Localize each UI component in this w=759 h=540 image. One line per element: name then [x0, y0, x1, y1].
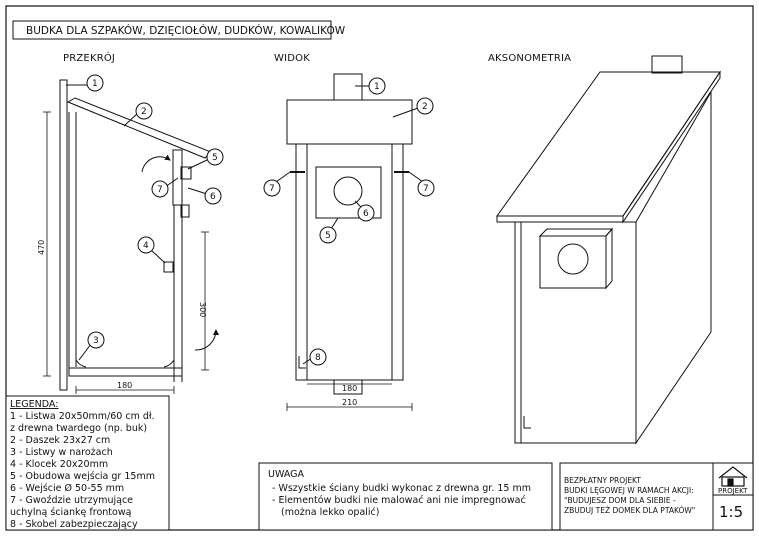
- callout-5-front: 5: [325, 231, 331, 241]
- view-label-axonometric: AKSONOMETRIA: [488, 53, 571, 64]
- notes-line: - Elementów budki nie malować ani nie im…: [272, 495, 526, 506]
- view-label-front: WIDOK: [274, 53, 310, 64]
- axo-front-face: [514, 221, 637, 444]
- entry-housing-front: [315, 166, 382, 219]
- dim-section-inner-height: 300: [198, 302, 207, 317]
- section-view: [43, 79, 220, 394]
- legend-line: 5 - Obudowa wejścia gr 15mm: [10, 471, 155, 482]
- back-batten: [59, 79, 68, 391]
- callout-1-front: 1: [374, 82, 380, 92]
- legend-line: 8 - Skobel zabezpieczający: [10, 519, 138, 530]
- axo-side-face: [635, 90, 712, 445]
- drawing-scale: 1:5: [719, 503, 743, 521]
- callout-2-front: 2: [422, 102, 428, 112]
- legend-line: 6 - Wejście Ø 50-55 mm: [10, 483, 124, 494]
- block-piece: [163, 261, 174, 273]
- entry-housing-section: [180, 166, 192, 180]
- dim-section-height: 470: [37, 240, 46, 255]
- drawing-title: BUDKA DLA SZPAKÓW, DZIĘCIOŁÓW, DUDKÓW, K…: [26, 24, 346, 37]
- legend-line: 1 - Listwa 20x50mm/60 cm dł.: [10, 411, 155, 422]
- callout-7-section: 7: [157, 185, 163, 195]
- notes-line: (można lekko opalić): [281, 507, 379, 518]
- callout-2-section: 2: [141, 107, 147, 117]
- callout-7-front-left: 7: [269, 184, 275, 194]
- axonometric-view: [496, 55, 721, 445]
- legend-line: z drewna twardego (np. buk): [10, 423, 147, 434]
- axo-entry-hole: [557, 243, 589, 275]
- project-line: "BUDUJESZ DOM DLA SIEBIE -: [564, 496, 676, 505]
- title-block: BUDKA DLA SZPAKÓW, DZIĘCIOŁÓW, DUDKÓW, K…: [12, 20, 346, 40]
- front-body: [295, 143, 404, 381]
- front-view: [275, 73, 424, 411]
- logo-label: PROJEKT: [718, 487, 748, 495]
- legend-line: 3 - Listwy w narożach: [10, 447, 113, 458]
- section-floor: [68, 367, 183, 377]
- dim-front-inner-width: 180: [342, 384, 357, 393]
- callout-6-section: 6: [210, 192, 216, 202]
- notes-heading: UWAGA: [268, 469, 305, 480]
- front-top-batten: [333, 73, 363, 101]
- notes-block: UWAGA - Wszystkie ściany budki wykonac z…: [258, 462, 553, 531]
- callout-7-front-right: 7: [423, 184, 429, 194]
- project-line: BEZPŁATNY PROJEKT: [564, 476, 641, 485]
- legend-block: LEGENDA: 1 - Listwa 20x50mm/60 cm dł. z …: [5, 395, 170, 531]
- front-roof: [286, 99, 413, 145]
- callout-5-section: 5: [212, 153, 218, 163]
- callout-4-section: 4: [143, 241, 149, 251]
- callout-3-section: 3: [93, 336, 99, 346]
- notes-line: - Wszystkie ściany budki wykonac z drewn…: [272, 483, 531, 494]
- project-line: ZBUDUJ TEŻ DOMEK DLA PTAKÓW": [564, 506, 695, 515]
- callout-1-section: 1: [92, 79, 98, 89]
- dim-front-outer-width: 210: [342, 398, 357, 407]
- house-logo-icon: [718, 466, 748, 487]
- callout-8-front: 8: [315, 353, 321, 363]
- callout-circle: [86, 74, 104, 92]
- legend-heading: LEGENDA:: [10, 399, 58, 410]
- axo-roof: [496, 71, 721, 217]
- legend-line: 2 - Daszek 23x27 cm: [10, 435, 110, 446]
- entry-hole-front: [333, 176, 363, 206]
- view-label-section: PRZEKRÓJ: [63, 51, 115, 64]
- legend-line: 7 - Gwoździe utrzymujące: [10, 495, 133, 506]
- legend-line: uchylną ściankę frontową: [10, 507, 132, 518]
- project-line: BUDKI LĘGOWEJ W RAMACH AKCJI:: [564, 486, 694, 495]
- dim-section-width: 180: [117, 381, 132, 390]
- legend-line: 4 - Klocek 20x20mm: [10, 459, 108, 470]
- project-block: BEZPŁATNY PROJEKT BUDKI LĘGOWEJ W RAMACH…: [559, 462, 754, 531]
- callout-6-front: 6: [363, 209, 369, 219]
